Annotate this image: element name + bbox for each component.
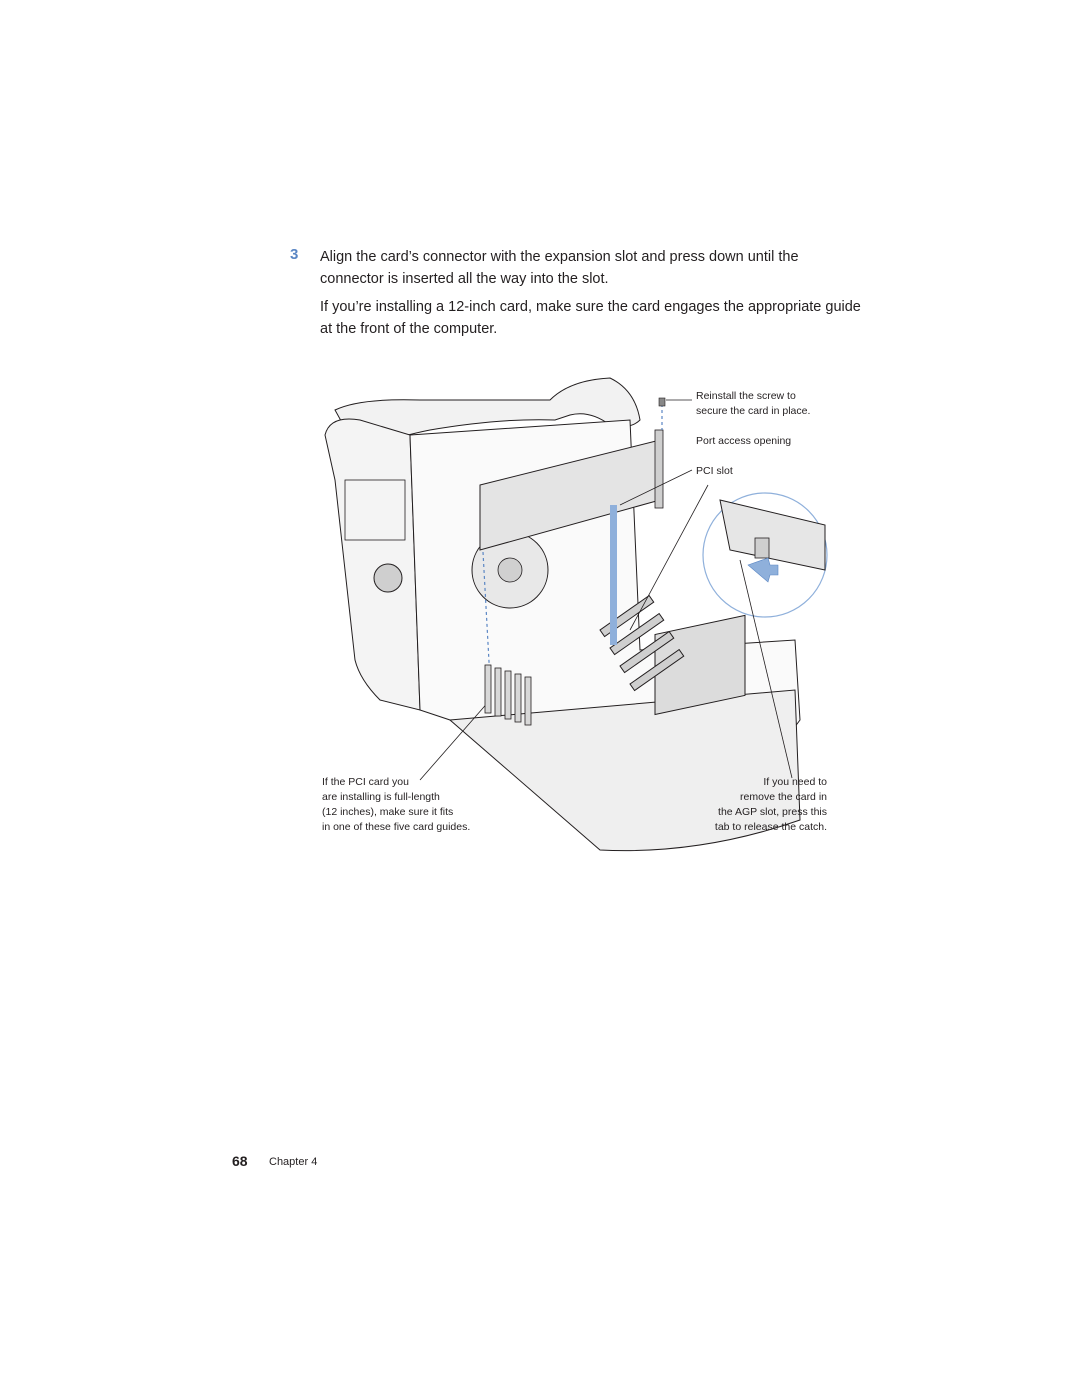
step-number: 3 [290, 246, 299, 263]
page-number: 68 [232, 1153, 248, 1169]
chapter-label: Chapter 4 [269, 1156, 318, 1168]
release-tab-arrow [747, 557, 779, 583]
callout-card-guides: If the PCI card you are installing is fu… [322, 776, 471, 833]
drive-bay [344, 479, 406, 541]
callout-agp-tab: If you need to remove the card in the AG… [714, 776, 827, 833]
leader-lines [419, 399, 793, 781]
open-side-door [448, 689, 801, 852]
callout-pci-slot: PCI slot [696, 465, 733, 477]
callout-port-opening: Port access opening [696, 435, 792, 447]
card-guides [484, 664, 532, 726]
speaker-grille [373, 563, 403, 593]
callout-screw: Reinstall the screw to secure the card i… [696, 390, 811, 417]
step-paragraph-2: If you’re installing a 12-inch card, mak… [320, 299, 861, 337]
case-side-panel [324, 418, 421, 711]
step-paragraph-1: Align the card’s connector with the expa… [320, 249, 799, 287]
computer-illustration [324, 377, 828, 852]
screw [658, 397, 666, 407]
insertion-arrow [610, 505, 617, 645]
card-bracket [654, 429, 664, 509]
